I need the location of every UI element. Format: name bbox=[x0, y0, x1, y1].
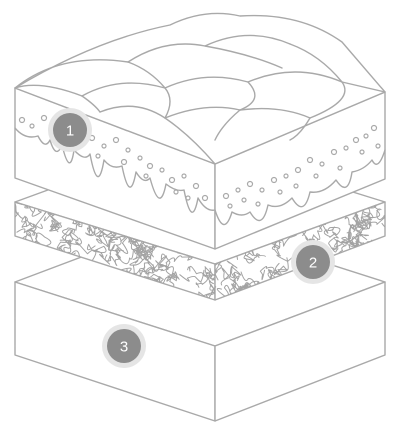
badge-1-label: 1 bbox=[66, 123, 74, 140]
badge-1: 1 bbox=[48, 108, 92, 152]
foam-bubble bbox=[203, 196, 208, 201]
foam-bubble bbox=[96, 154, 100, 158]
foam-bubble bbox=[338, 166, 342, 170]
foam-bubble bbox=[160, 168, 164, 172]
foam-bubble bbox=[174, 190, 178, 194]
badge-3-label: 3 bbox=[120, 339, 128, 356]
foam-bubble bbox=[20, 118, 25, 123]
foam-bubble bbox=[242, 198, 246, 202]
foam-bubble bbox=[114, 138, 119, 143]
foam-bubble bbox=[248, 182, 253, 187]
foam-bubble bbox=[30, 124, 34, 128]
fibre-strand bbox=[366, 253, 380, 269]
foam-bubble bbox=[144, 174, 148, 178]
foam-bubble bbox=[102, 144, 106, 148]
foam-bubble bbox=[228, 204, 232, 208]
foam-bubble bbox=[284, 174, 288, 178]
foam-bubble bbox=[138, 156, 142, 160]
foam-bubble bbox=[260, 188, 264, 192]
foam-bubble bbox=[296, 168, 301, 173]
foam-bubble bbox=[320, 162, 324, 166]
fibre-strand bbox=[18, 250, 31, 276]
foam-bubble bbox=[376, 144, 380, 148]
foam-bubble bbox=[186, 196, 190, 200]
foam-bubble bbox=[170, 178, 175, 183]
foam-bubble bbox=[314, 174, 318, 178]
foam-bubble bbox=[344, 146, 348, 150]
badge-3: 3 bbox=[102, 324, 146, 368]
foam-bubble bbox=[372, 126, 377, 131]
fibre-strand bbox=[354, 256, 370, 273]
foam-bubble bbox=[224, 194, 229, 199]
foam-bubble bbox=[256, 202, 260, 206]
fibre-strand bbox=[363, 261, 379, 273]
foam-bubble bbox=[354, 138, 359, 143]
foam-bubble bbox=[278, 190, 282, 194]
foam-bubble bbox=[332, 150, 337, 155]
badge-2: 2 bbox=[291, 240, 335, 284]
foam-bubble bbox=[272, 178, 277, 183]
badge-2-label: 2 bbox=[309, 255, 317, 272]
foam-bubble bbox=[126, 148, 130, 152]
fibre-strand bbox=[15, 263, 29, 279]
fibre-strand bbox=[356, 249, 376, 274]
foam-bubble bbox=[360, 150, 364, 154]
foam-bubble bbox=[194, 184, 199, 189]
foam-bubble bbox=[236, 188, 240, 192]
foam-bubble bbox=[294, 184, 298, 188]
fibre-strand bbox=[367, 240, 389, 255]
foam-bubble bbox=[122, 160, 127, 165]
foam-bubble bbox=[182, 174, 186, 178]
foam-bubble bbox=[148, 164, 153, 169]
foam-bubble bbox=[364, 134, 368, 138]
foam-bubble bbox=[42, 116, 47, 121]
foam-bubble bbox=[308, 158, 313, 163]
